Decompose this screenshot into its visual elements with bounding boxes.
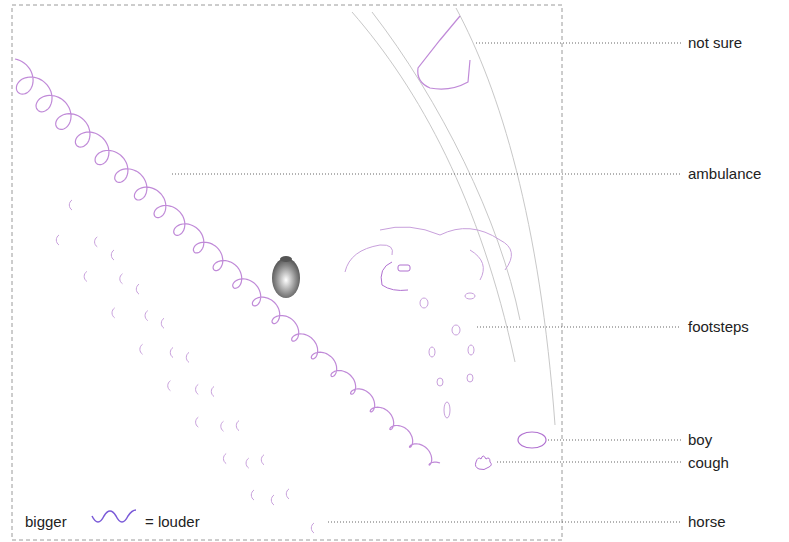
horse-mark bbox=[69, 200, 72, 210]
horse-mark bbox=[145, 311, 148, 321]
listener-head bbox=[272, 256, 300, 298]
callout-label: footsteps bbox=[687, 318, 750, 336]
callout-label: boy bbox=[687, 431, 713, 449]
horse-mark bbox=[112, 308, 115, 318]
horse-mark bbox=[246, 458, 249, 468]
horse-mark bbox=[120, 274, 123, 284]
horse-mark bbox=[221, 421, 224, 431]
horse-mark bbox=[196, 384, 199, 394]
horse-mark bbox=[111, 250, 114, 260]
ambulance-squiggle bbox=[15, 59, 440, 465]
cough-mark bbox=[475, 456, 491, 470]
horse-mark bbox=[186, 352, 189, 362]
horse-mark bbox=[196, 417, 199, 427]
horse-mark bbox=[236, 421, 239, 431]
horse-mark bbox=[95, 237, 98, 247]
horse-mark bbox=[161, 318, 164, 328]
unsure-mark bbox=[418, 16, 470, 89]
boy-mark bbox=[518, 432, 546, 448]
footstep-marks bbox=[345, 227, 511, 418]
callout-label: not sure bbox=[687, 34, 743, 52]
horse-mark bbox=[211, 387, 214, 397]
horse-mark bbox=[136, 284, 139, 294]
horse-marks bbox=[56, 200, 314, 533]
horse-mark bbox=[286, 489, 289, 499]
horse-mark bbox=[140, 344, 143, 354]
horse-mark bbox=[311, 523, 314, 533]
horse-mark bbox=[170, 348, 173, 358]
horse-mark bbox=[261, 455, 264, 465]
legend-text: = louder bbox=[144, 513, 201, 531]
legend-squiggle bbox=[92, 510, 136, 522]
horse-mark bbox=[251, 490, 254, 500]
horse-mark bbox=[56, 235, 59, 245]
horse-mark bbox=[271, 495, 274, 505]
listening-area bbox=[12, 5, 562, 540]
callout-label: cough bbox=[687, 454, 730, 472]
horse-mark bbox=[223, 454, 226, 464]
callout-label: horse bbox=[687, 513, 727, 531]
horse-mark bbox=[84, 271, 87, 281]
legend-text: bigger bbox=[24, 513, 68, 531]
horse-mark bbox=[168, 381, 171, 391]
leader-lines bbox=[172, 43, 681, 522]
unsure-sound bbox=[352, 8, 555, 425]
callout-label: ambulance bbox=[687, 165, 762, 183]
